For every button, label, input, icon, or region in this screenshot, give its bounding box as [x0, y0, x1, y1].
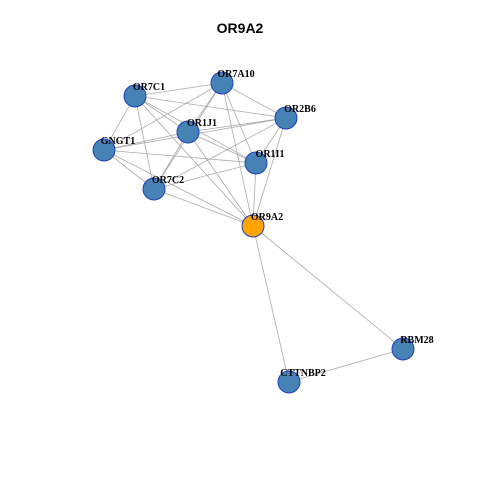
node-label-OR7C2: OR7C2	[152, 175, 184, 186]
node-layer: OR7A10OR7C1OR2B6OR1J1GNGT1OR1I1OR7C2OR9A…	[92, 69, 434, 394]
node-OR9A2	[241, 214, 265, 238]
edge-OR9A2-RBM28	[252, 225, 404, 350]
edge-OR9A2-CTTNBP2	[252, 225, 290, 383]
node-OR1I1	[244, 151, 268, 175]
node-OR7A10	[210, 71, 234, 95]
edge-OR1J1-GNGT1	[103, 131, 189, 151]
edge-OR2B6-OR7C2	[153, 117, 287, 190]
node-label-OR7A10: OR7A10	[217, 69, 254, 80]
node-label-OR1J1: OR1J1	[187, 118, 217, 129]
edge-OR1I1-OR7C2	[153, 162, 257, 190]
node-OR7C2	[142, 177, 166, 201]
node-OR7C1	[123, 84, 147, 108]
node-label-CTTNBP2: CTTNBP2	[280, 368, 326, 379]
node-label-OR1I1: OR1I1	[256, 149, 285, 160]
node-CTTNBP2	[277, 370, 301, 394]
node-label-OR7C1: OR7C1	[133, 82, 165, 93]
edge-layer	[103, 82, 404, 383]
edge-RBM28-CTTNBP2	[288, 348, 404, 383]
edge-OR7C2-OR9A2	[153, 188, 254, 227]
edge-GNGT1-OR1I1	[103, 149, 257, 164]
edge-OR1J1-OR1I1	[187, 131, 257, 164]
edge-OR2B6-OR1J1	[187, 117, 287, 133]
edge-OR7A10-OR1I1	[221, 82, 257, 164]
node-GNGT1	[92, 138, 116, 162]
node-label-OR9A2: OR9A2	[251, 212, 283, 223]
edge-OR7A10-GNGT1	[103, 82, 223, 151]
node-label-OR2B6: OR2B6	[284, 104, 316, 115]
edge-OR7C1-OR7A10	[134, 82, 223, 97]
edge-OR7C1-OR2B6	[134, 95, 287, 119]
node-OR1J1	[176, 120, 200, 144]
node-label-RBM28: RBM28	[400, 335, 433, 346]
node-RBM28	[391, 337, 415, 361]
figure-title: OR9A2	[216, 20, 264, 36]
node-OR2B6	[274, 106, 298, 130]
edge-OR7C1-OR9A2	[134, 95, 254, 227]
node-label-GNGT1: GNGT1	[101, 136, 135, 147]
edge-OR1J1-OR9A2	[187, 131, 254, 227]
edge-OR2B6-OR9A2	[252, 117, 287, 227]
edge-GNGT1-OR9A2	[103, 149, 254, 227]
edge-OR7A10-OR2B6	[221, 82, 287, 119]
